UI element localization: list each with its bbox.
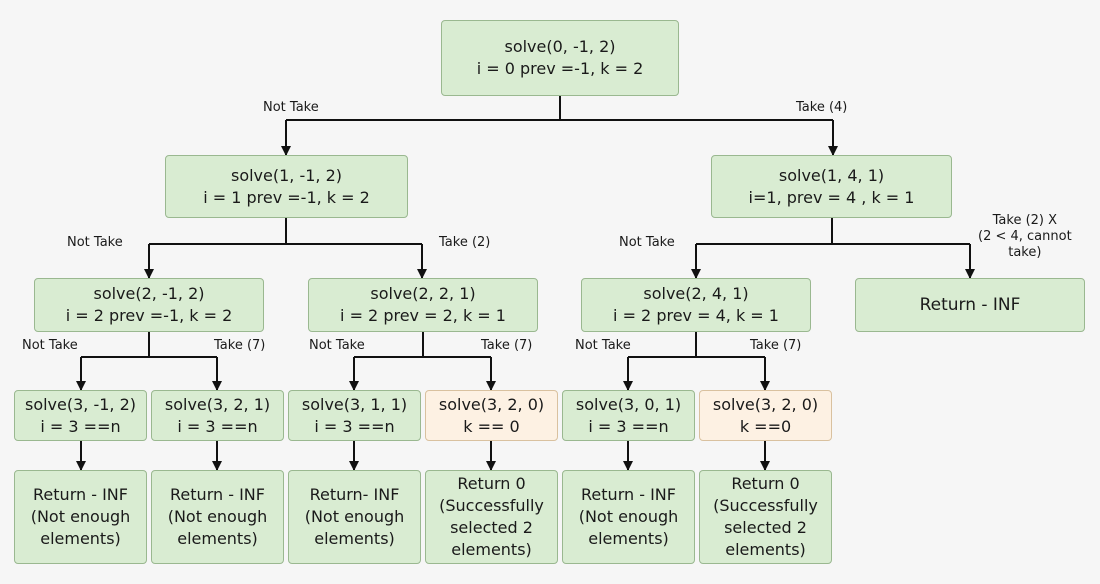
- node-lrr-base-case: solve(3, 2, 0)k == 0: [425, 390, 558, 441]
- node-rll: solve(3, 0, 1)i = 3 ==n: [562, 390, 695, 441]
- node-rr-return-inf: Return - INF: [855, 278, 1085, 332]
- text-line-2: i = 3 ==n: [314, 416, 395, 436]
- node-r1: solve(1, 4, 1)i=1, prev = 4 , k = 1: [711, 155, 952, 218]
- text-line-2: i = 1 prev =-1, k = 2: [203, 187, 370, 207]
- text-line-2: k ==0: [739, 416, 792, 436]
- result-lrr: Return 0(Successfully selected 2 elements): [425, 470, 558, 564]
- text-line-4: elements): [451, 540, 532, 560]
- text-line-1: Return- INF: [309, 484, 400, 504]
- text-line-1: solve(3, 0, 1): [575, 394, 682, 414]
- node-rl: solve(2, 4, 1) i = 2 prev = 4, k = 1: [581, 278, 811, 332]
- text-line-2: (Not enough: [167, 506, 268, 526]
- result-lrl: Return- INF(Not enough elements): [288, 470, 421, 564]
- text-line-1: solve(2, -1, 2): [93, 284, 205, 304]
- text-line-2: i = 2 prev =-1, k = 2: [65, 306, 233, 325]
- result-rll: Return - INF(Not enough elements): [562, 470, 695, 564]
- label-r1-not-take: Not Take: [619, 235, 675, 250]
- text-line-3: elements): [177, 529, 258, 549]
- text-line-2: (Successfully: [439, 495, 544, 515]
- text-line-2: i = 3 ==n: [588, 416, 669, 436]
- text-line-1: solve(0, -1, 2): [504, 37, 616, 57]
- text-line-3: take): [1008, 245, 1042, 260]
- node-rlr-base-case: solve(3, 2, 0)k ==0: [699, 390, 832, 441]
- label-rl-not-take: Not Take: [575, 338, 631, 353]
- text-line-2: i = 2 prev = 2, k = 1: [340, 306, 506, 325]
- result-llr: Return - INF(Not enough elements): [151, 470, 284, 564]
- label-l1-not-take: Not Take: [67, 235, 123, 250]
- node-lr: solve(2, 2, 1) i = 2 prev = 2, k = 1: [308, 278, 538, 332]
- node-lrl: solve(3, 1, 1)i = 3 ==n: [288, 390, 421, 441]
- text-line-3: elements): [314, 529, 395, 549]
- text-line-1: solve(2, 2, 1): [370, 284, 476, 304]
- text-line-2: (2 < 4, cannot: [978, 229, 1072, 244]
- text-line-2: i = 3 ==n: [177, 416, 258, 436]
- text-line-1: Return - INF: [170, 484, 265, 504]
- text-line-2: k == 0: [463, 416, 520, 436]
- text-line-2: (Successfully: [713, 495, 818, 515]
- node-lll: solve(3, -1, 2)i = 3 ==n: [14, 390, 147, 441]
- text-line-2: i = 0 prev =-1, k = 2: [476, 59, 644, 78]
- text-line-1: Return - INF: [919, 294, 1021, 315]
- text-line-2: i=1, prev = 4 , k = 1: [748, 187, 915, 207]
- text-line-1: solve(3, 2, 0): [438, 394, 545, 414]
- text-line-2: (Not enough: [30, 506, 131, 526]
- text-line-2: i = 2 prev = 4, k = 1: [613, 306, 779, 325]
- text-line-2: i = 3 ==n: [40, 416, 121, 436]
- label-rl-take: Take (7): [750, 338, 802, 353]
- text-line-1: solve(3, 2, 1): [164, 394, 271, 414]
- text-line-3: elements): [40, 529, 121, 549]
- label-ll-take: Take (7): [214, 338, 266, 353]
- label-ll-not-take: Not Take: [22, 338, 78, 353]
- result-rlr: Return 0(Successfully selected 2 elements): [699, 470, 832, 564]
- label-lr-take: Take (7): [481, 338, 533, 353]
- text-line-3: elements): [588, 529, 669, 549]
- text-line-4: elements): [725, 540, 806, 560]
- text-line-1: solve(1, 4, 1): [778, 165, 885, 185]
- node-l1: solve(1, -1, 2)i = 1 prev =-1, k = 2: [165, 155, 408, 218]
- text-line-3: selected 2: [450, 518, 533, 537]
- label-l1-take: Take (2): [439, 235, 491, 250]
- label-lr-not-take: Not Take: [309, 338, 365, 353]
- text-line-1: Take (2) X: [992, 213, 1058, 228]
- text-line-1: solve(2, 4, 1): [643, 284, 749, 304]
- node-ll: solve(2, -1, 2) i = 2 prev =-1, k = 2: [34, 278, 264, 332]
- text-line-1: solve(3, 2, 0): [712, 394, 819, 414]
- text-line-1: Return - INF: [33, 484, 128, 504]
- result-lll: Return - INF(Not enough elements): [14, 470, 147, 564]
- node-root: solve(0, -1, 2) i = 0 prev =-1, k = 2: [441, 20, 679, 96]
- text-line-1: solve(3, -1, 2): [24, 394, 137, 414]
- node-llr: solve(3, 2, 1)i = 3 ==n: [151, 390, 284, 441]
- text-line-1: solve(1, -1, 2): [230, 165, 343, 185]
- label-root-take: Take (4): [796, 100, 848, 115]
- text-line-2: (Not enough: [304, 506, 405, 526]
- text-line-1: Return 0: [457, 473, 526, 493]
- text-line-1: Return 0: [731, 473, 800, 493]
- label-root-not-take: Not Take: [263, 100, 319, 115]
- text-line-1: solve(3, 1, 1): [301, 394, 408, 414]
- text-line-1: Return - INF: [581, 484, 676, 504]
- text-line-3: selected 2: [724, 518, 807, 537]
- text-line-2: (Not enough: [578, 506, 679, 526]
